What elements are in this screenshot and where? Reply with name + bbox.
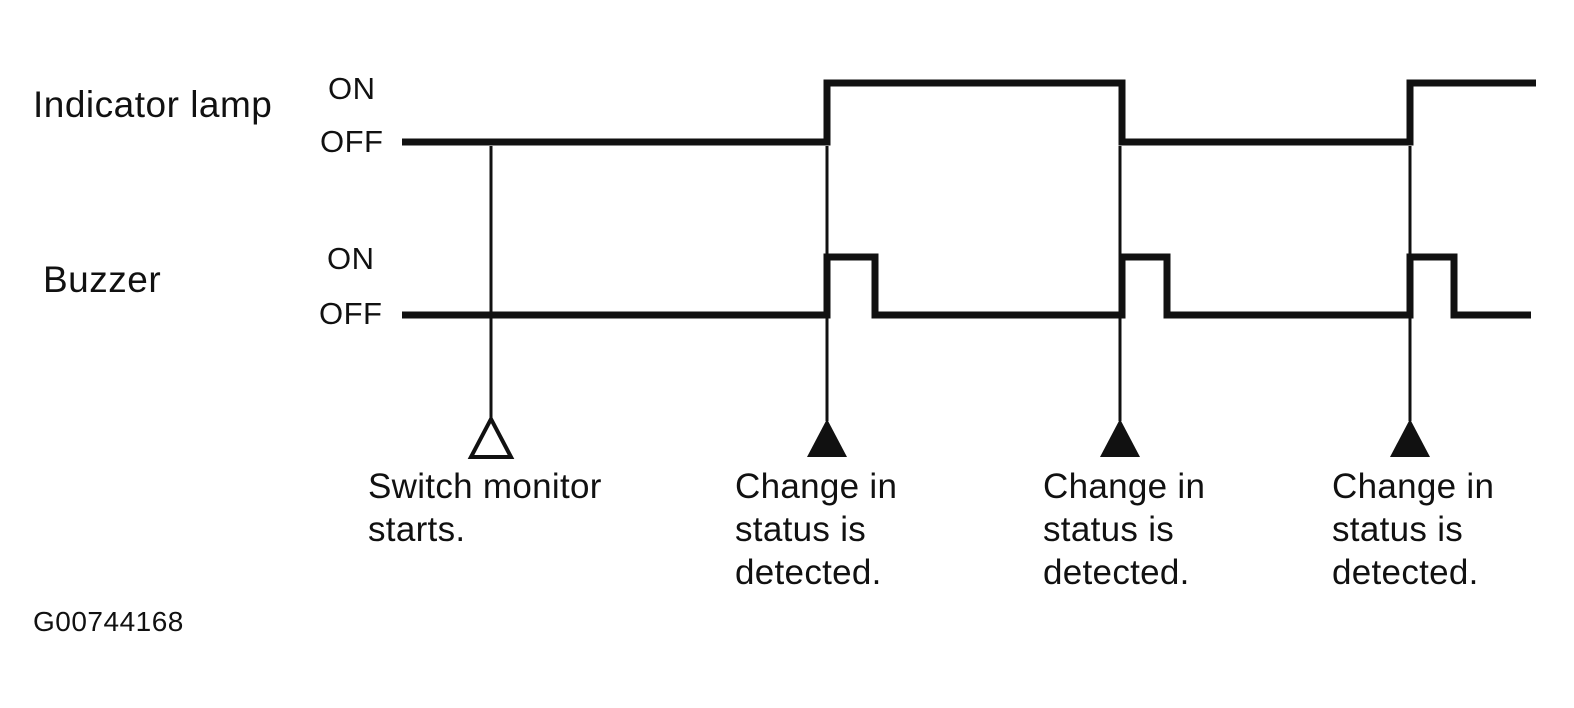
marker-label-line: detected.: [1332, 553, 1479, 592]
indicator-lamp-label: Indicator lamp: [33, 84, 273, 125]
buzzer-label: Buzzer: [43, 259, 162, 300]
figure-code: G00744168: [33, 606, 184, 637]
filled-triangle-marker-icon: [1100, 419, 1140, 457]
marker-label: Switch monitor starts.: [368, 465, 602, 551]
marker-label-line: Change in: [1043, 467, 1206, 506]
buzzer-off-label: OFF: [319, 296, 383, 331]
marker-label-line: Change in: [1332, 467, 1495, 506]
marker-label-line: status is: [1332, 510, 1464, 549]
filled-triangle-marker-icon: [1390, 419, 1430, 457]
marker-label-line: detected.: [1043, 553, 1190, 592]
indicator-lamp-off-label: OFF: [320, 124, 384, 159]
marker-label-line: detected.: [735, 553, 882, 592]
waveform-indicator-lamp: [402, 79, 1536, 146]
indicator-lamp-on-label: ON: [328, 71, 376, 106]
marker-label: Change in status is detected.: [1043, 465, 1205, 594]
hollow-triangle-marker-icon: [467, 414, 515, 459]
marker-label-line: starts.: [368, 510, 466, 549]
marker-label-line: status is: [735, 510, 867, 549]
marker-label: Change in status is detected.: [735, 465, 897, 594]
marker-label-line: status is: [1043, 510, 1175, 549]
marker-label-line: Change in: [735, 467, 898, 506]
filled-triangle-marker-icon: [807, 419, 847, 457]
marker-label-line: Switch monitor: [368, 467, 602, 506]
marker-label: Change in status is detected.: [1332, 465, 1494, 594]
buzzer-on-label: ON: [327, 241, 375, 276]
waveform-buzzer: [402, 253, 1531, 319]
